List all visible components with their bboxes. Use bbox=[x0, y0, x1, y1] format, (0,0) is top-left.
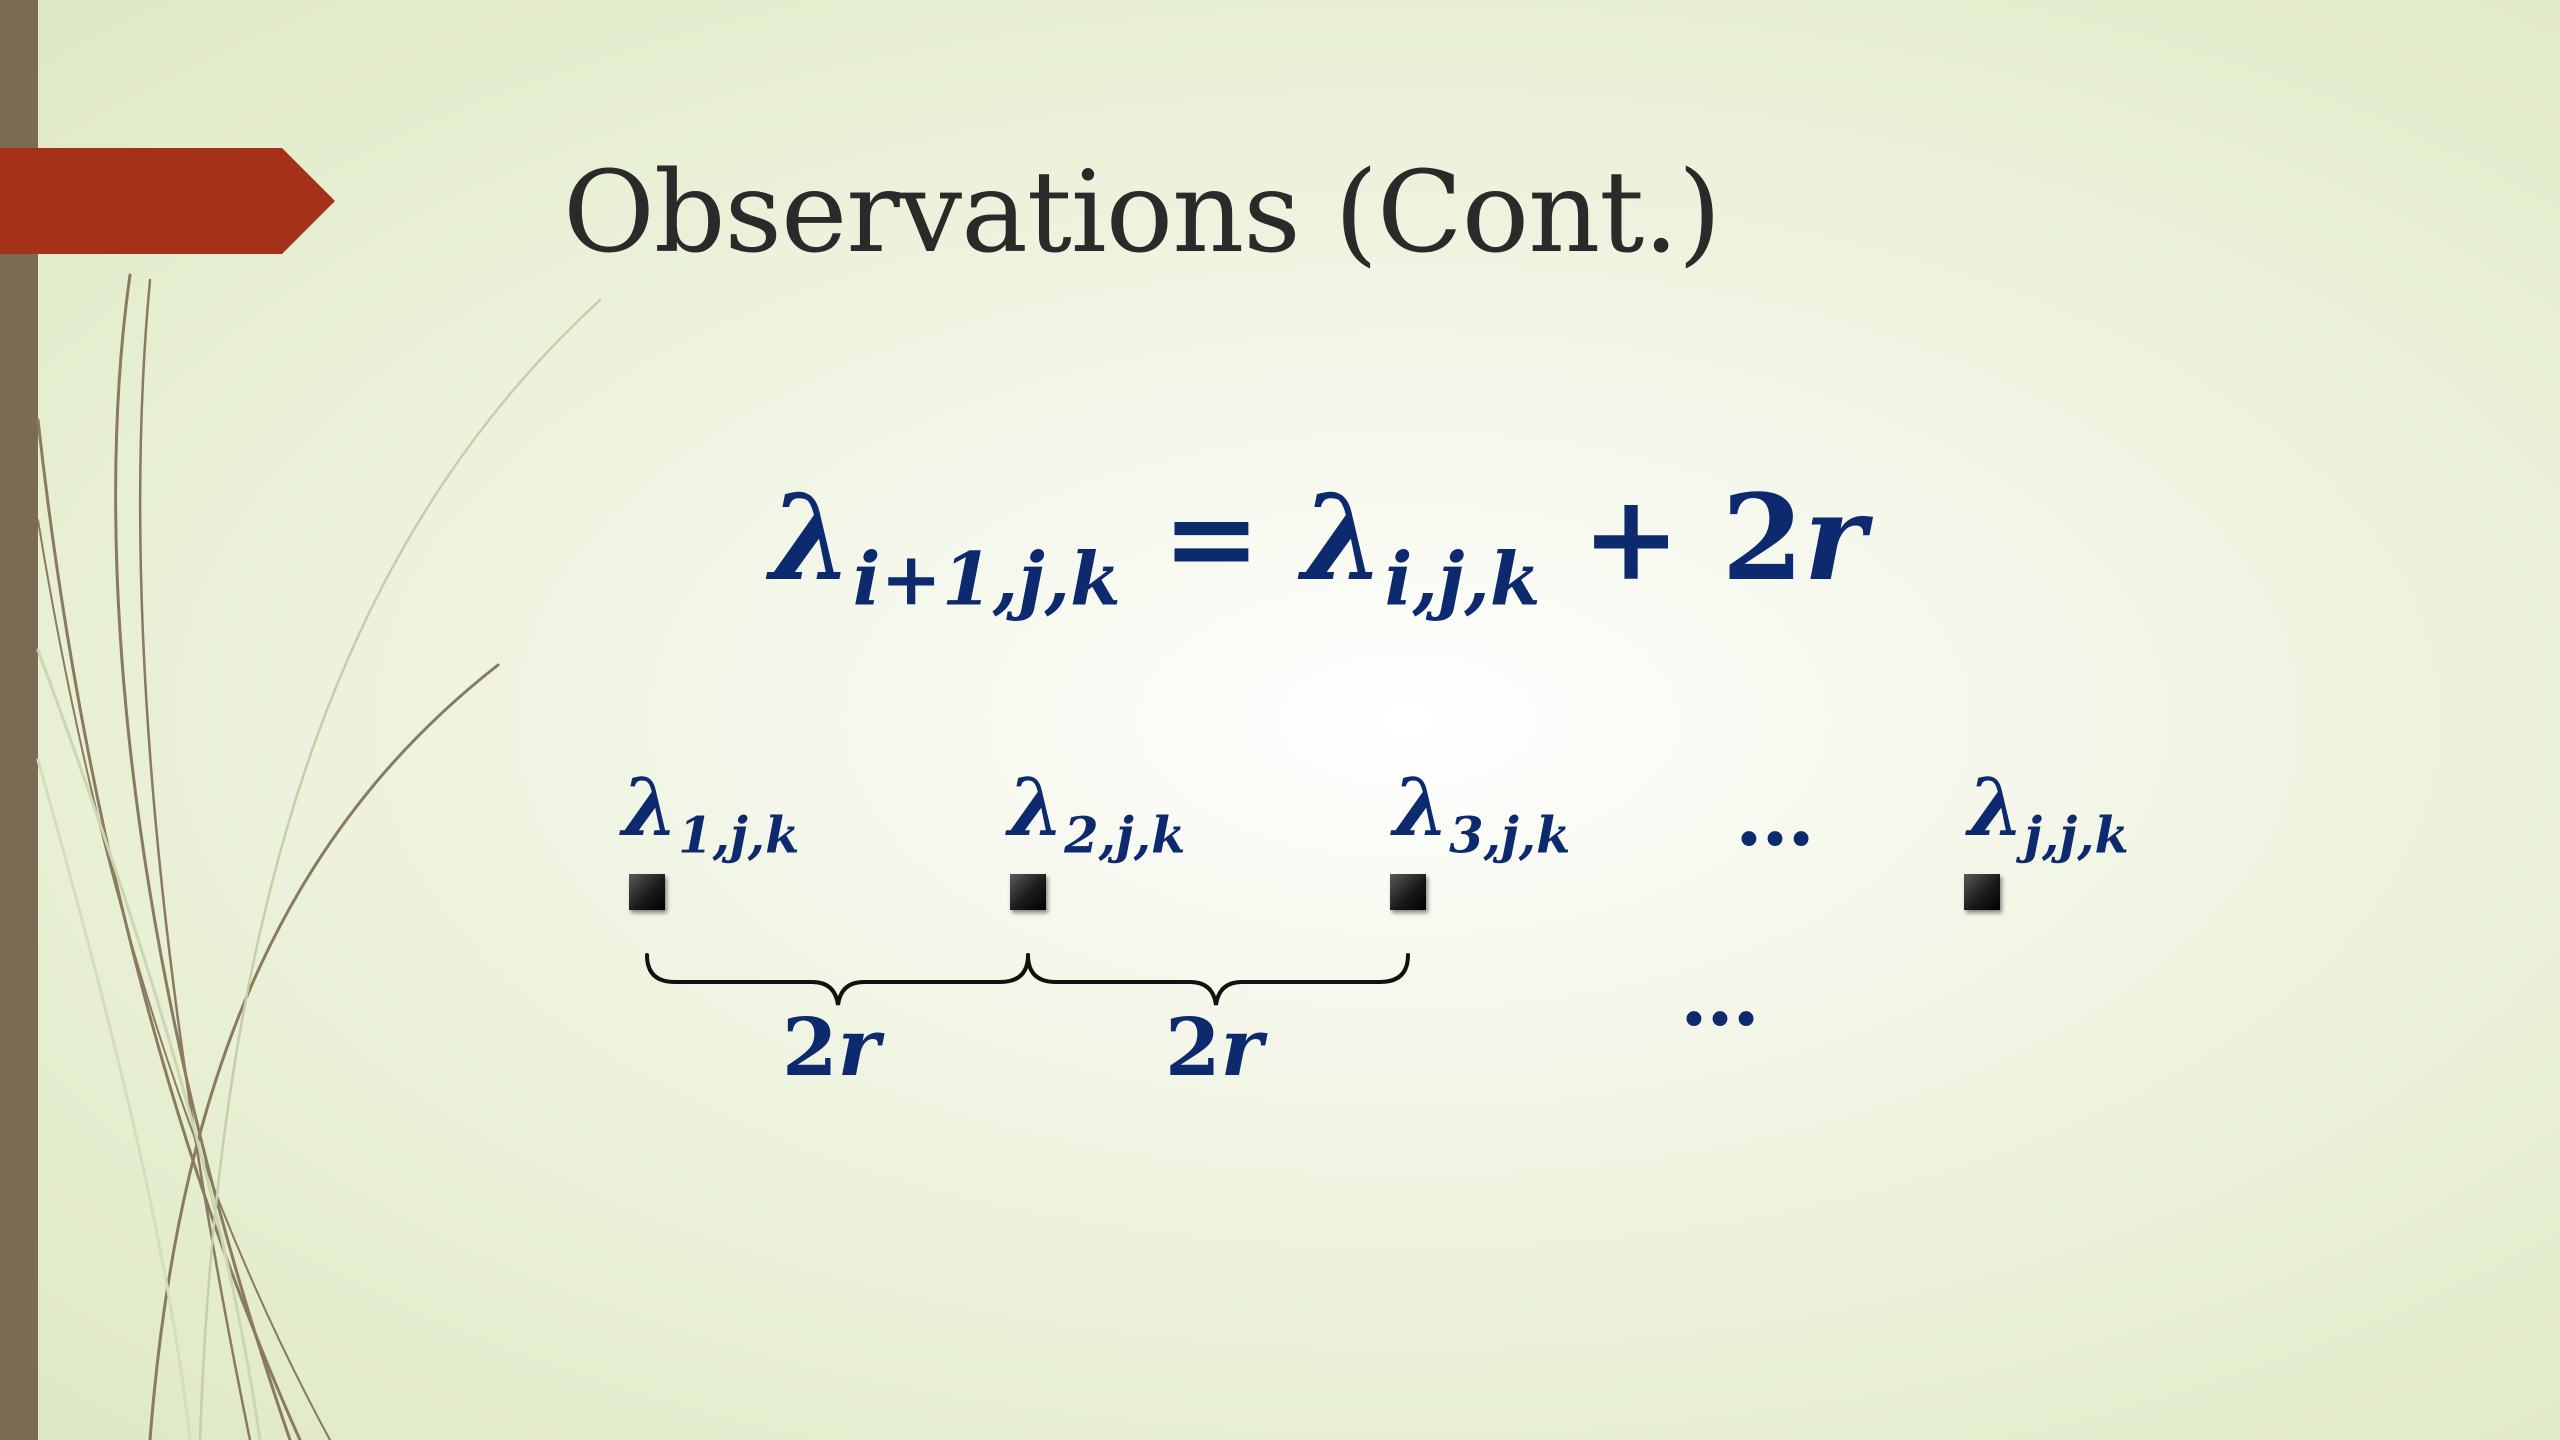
eq-lhs-subscript: i+1,j,k bbox=[852, 536, 1121, 623]
gap-label-1: 2r bbox=[782, 1000, 880, 1094]
point-marker-j bbox=[1964, 874, 2000, 910]
gap-label-coefficient: 2 bbox=[1165, 1000, 1221, 1094]
point-label-subscript: 1,j,k bbox=[678, 805, 800, 865]
point-label-2: λ2,j,k bbox=[1008, 760, 1185, 864]
point-label-subscript: 2,j,k bbox=[1064, 805, 1186, 865]
eq-term-variable: r bbox=[1803, 468, 1866, 607]
point-marker-3 bbox=[1390, 874, 1426, 910]
eq-rhs-lambda: λ bbox=[1301, 468, 1385, 607]
point-marker-1 bbox=[629, 874, 665, 910]
bottom-ellipsis: … bbox=[1680, 950, 1760, 1044]
recurrence-equation: λi+1,j,k = λi,j,k + 2r bbox=[770, 468, 1866, 623]
gap-label-variable: r bbox=[1220, 1000, 1263, 1094]
point-label-j: λj,j,k bbox=[1968, 760, 2129, 864]
point-label-subscript: j,j,k bbox=[2024, 805, 2129, 865]
eq-lhs-lambda: λ bbox=[770, 468, 853, 607]
point-label-3: λ3,j,k bbox=[1393, 760, 1570, 864]
point-label-symbol: λ bbox=[1008, 760, 1065, 854]
eq-plus-sign: + bbox=[1581, 468, 1681, 607]
eq-equals-sign: = bbox=[1161, 468, 1261, 607]
top-ellipsis: … bbox=[1735, 770, 1815, 864]
gap-label-2: 2r bbox=[1165, 1000, 1263, 1094]
point-label-1: λ1,j,k bbox=[622, 760, 799, 864]
gap-label-coefficient: 2 bbox=[782, 1000, 838, 1094]
point-label-symbol: λ bbox=[622, 760, 679, 854]
title-accent-arrow bbox=[0, 148, 335, 254]
eq-term-coefficient: 2 bbox=[1721, 468, 1804, 607]
point-label-symbol: λ bbox=[1393, 760, 1450, 854]
eq-rhs-subscript: i,j,k bbox=[1384, 536, 1541, 623]
slide-title: Observations (Cont.) bbox=[563, 148, 1722, 278]
gap-label-variable: r bbox=[837, 1000, 880, 1094]
brace-1 bbox=[645, 953, 1030, 1006]
decorative-grass-lines bbox=[36, 273, 602, 1440]
point-label-subscript: 3,j,k bbox=[1449, 805, 1571, 865]
point-label-symbol: λ bbox=[1968, 760, 2025, 854]
brace-2 bbox=[1026, 953, 1410, 1006]
point-marker-2 bbox=[1010, 874, 1046, 910]
